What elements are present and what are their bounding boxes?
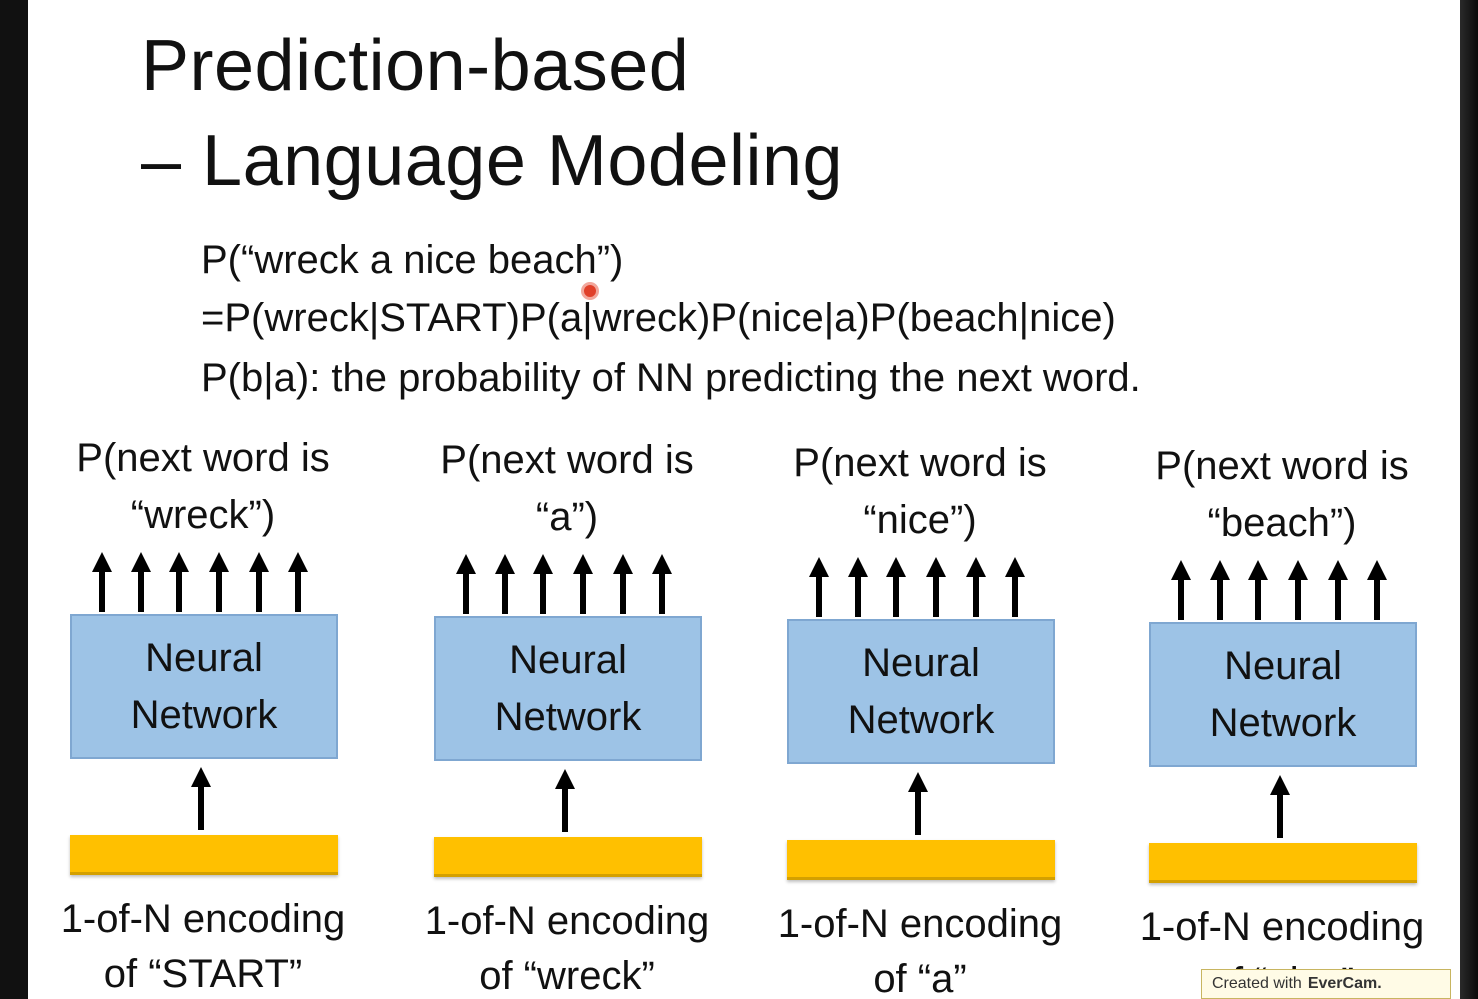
nn-label-line2: Network	[494, 694, 642, 739]
arrows	[809, 557, 1025, 835]
watermark-prefix: Created with	[1212, 975, 1302, 992]
output-arrow	[1171, 560, 1191, 620]
formula-definition: P(b|a): the probability of NN predicting…	[201, 356, 1141, 400]
output-arrow	[1288, 560, 1308, 620]
output-label: P(next word is “a”)	[397, 432, 737, 546]
input-arrow	[191, 767, 211, 830]
slide-title: Prediction-based	[141, 26, 690, 106]
output-arrow	[495, 554, 515, 614]
diagram-column-1: P(next word is “wreck”) Neural Network 1…	[33, 0, 373, 999]
encoding-bar	[434, 837, 702, 877]
arrows	[1171, 560, 1387, 838]
output-arrow	[1248, 560, 1268, 620]
output-label: P(next word is “wreck”)	[33, 430, 373, 544]
output-label-line1: P(next word is	[793, 441, 1047, 485]
nn-label-line1: Neural	[509, 637, 627, 682]
output-arrow	[249, 552, 269, 612]
arrows	[92, 552, 308, 830]
input-label-line2: of “wreck”	[479, 954, 655, 998]
nn-label-line2: Network	[130, 692, 278, 737]
output-arrow	[92, 552, 112, 612]
output-arrow	[966, 557, 986, 617]
encoding-bar	[70, 835, 338, 875]
output-arrow	[131, 552, 151, 612]
diagram-column-3: P(next word is “nice”) Neural Network 1-…	[750, 0, 1090, 999]
output-label-line1: P(next word is	[440, 438, 694, 482]
output-arrow	[456, 554, 476, 614]
output-label-line2: “nice”)	[863, 498, 977, 542]
encoding-bar	[1149, 843, 1417, 883]
output-arrow	[1210, 560, 1230, 620]
output-label-line2: “beach”)	[1207, 501, 1357, 545]
output-arrow	[809, 557, 829, 617]
input-label-line2: of “a”	[873, 957, 967, 999]
slide-subtitle: – Language Modeling	[141, 121, 844, 201]
neural-network-box: Neural Network	[787, 619, 1055, 764]
output-arrow	[848, 557, 868, 617]
output-label-line2: “a”)	[535, 495, 599, 539]
diagram-column-4: P(next word is “beach”) Neural Network 1…	[1112, 0, 1452, 999]
output-label: P(next word is “beach”)	[1112, 438, 1452, 552]
input-label: 1-of-N encoding of “wreck”	[397, 894, 737, 999]
nn-label-line2: Network	[847, 697, 995, 742]
output-label: P(next word is “nice”)	[750, 435, 1090, 549]
input-label-line1: 1-of-N encoding	[60, 897, 346, 941]
evercam-watermark: Created with EverCam.	[1201, 969, 1451, 999]
input-label-line2: of “START”	[103, 952, 303, 996]
slide: Prediction-based – Language Modeling P(“…	[28, 0, 1460, 999]
output-arrow	[533, 554, 553, 614]
output-label-line2: “wreck”)	[130, 493, 276, 537]
neural-network-box: Neural Network	[434, 616, 702, 761]
output-arrow	[288, 552, 308, 612]
output-arrow	[573, 554, 593, 614]
output-arrow	[169, 552, 189, 612]
encoding-bar	[787, 840, 1055, 880]
output-label-line1: P(next word is	[1155, 444, 1409, 488]
watermark-brand: EverCam.	[1307, 975, 1382, 992]
nn-label-line1: Neural	[145, 635, 263, 680]
input-arrow	[1270, 775, 1290, 838]
neural-network-box: Neural Network	[70, 614, 338, 759]
output-arrow	[1367, 560, 1387, 620]
nn-label-line1: Neural	[862, 640, 980, 685]
input-label-line1: 1-of-N encoding	[1139, 905, 1425, 949]
nn-label-line1: Neural	[1224, 643, 1342, 688]
input-label-line1: 1-of-N encoding	[777, 902, 1063, 946]
formula-probability: P(“wreck a nice beach”)	[201, 238, 624, 282]
input-arrow	[555, 769, 575, 832]
output-arrow	[613, 554, 633, 614]
output-arrow	[209, 552, 229, 612]
output-arrow	[1005, 557, 1025, 617]
nn-label-line2: Network	[1209, 700, 1357, 745]
output-arrow	[886, 557, 906, 617]
output-arrow	[926, 557, 946, 617]
pointer-cursor-icon	[581, 282, 599, 300]
input-label: 1-of-N encoding of “START”	[33, 892, 373, 999]
arrows	[456, 554, 672, 832]
output-arrow	[1328, 560, 1348, 620]
output-arrow	[652, 554, 672, 614]
window-edge	[1460, 0, 1478, 999]
input-arrow	[908, 772, 928, 835]
formula-chain-rule: =P(wreck|START)P(a|wreck)P(nice|a)P(beac…	[201, 296, 1116, 340]
neural-network-box: Neural Network	[1149, 622, 1417, 767]
input-label: 1-of-N encoding of “a”	[750, 897, 1090, 999]
input-label-line1: 1-of-N encoding	[424, 899, 710, 943]
output-label-line1: P(next word is	[76, 436, 330, 480]
diagram-column-2: P(next word is “a”) Neural Network 1-of-…	[397, 0, 737, 999]
